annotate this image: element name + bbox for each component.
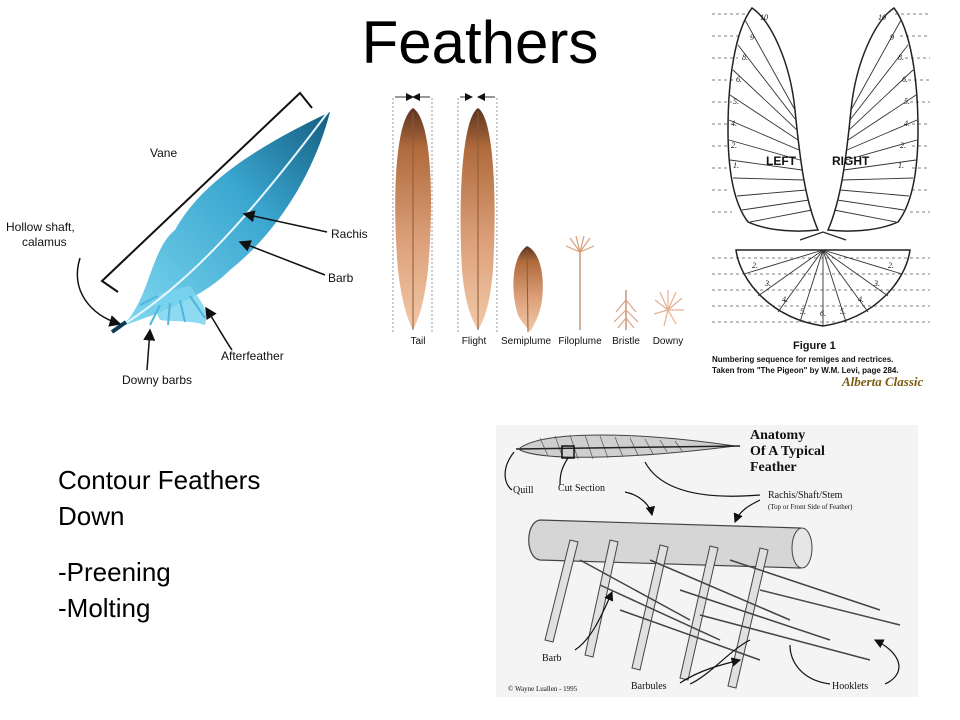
svg-text:8.: 8. [742, 53, 748, 62]
label-downy-barbs: Downy barbs [122, 373, 192, 387]
label-rachis: Rachis [331, 227, 368, 241]
svg-text:5.: 5. [840, 307, 846, 316]
svg-text:10: 10 [760, 13, 768, 22]
type-semiplume-label: Semiplume [501, 336, 551, 347]
anatomy-title-3: Feather [750, 460, 797, 475]
svg-text:4.: 4. [782, 295, 788, 304]
svg-text:4.: 4. [904, 119, 910, 128]
figure-title: Figure 1 [793, 340, 836, 352]
feather-types: Tail Flight Semiplume Filoplume Bristle … [392, 93, 684, 347]
type-downy-label: Downy [653, 336, 684, 347]
bullet-preening: -Preening [58, 557, 171, 587]
type-tail-label: Tail [410, 336, 425, 347]
bullet-list: Contour Feathers Down -Preening -Molting [58, 462, 260, 626]
svg-text:3.: 3. [764, 279, 771, 288]
label-calamus: calamus [22, 235, 67, 249]
label-afterfeather: Afterfeather [221, 349, 284, 363]
svg-text:5.: 5. [733, 97, 739, 106]
brand-watermark: Alberta Classic [841, 374, 923, 389]
svg-text:10: 10 [878, 13, 886, 22]
svg-text:9: 9 [890, 33, 894, 42]
copyright-label: © Wayne Luallen - 1995 [508, 685, 578, 693]
svg-text:1.: 1. [898, 161, 904, 170]
label-typical-barb: Barb [542, 653, 561, 664]
type-bristle-label: Bristle [612, 336, 640, 347]
svg-text:4.: 4. [731, 119, 737, 128]
pigeon-wing-figure: 10 9 8. 6. 5. 4. 2. 1. 10 9 8. 6. 5. 4. 2. 1. 2. 3.… [707, 0, 940, 392]
label-barb: Barb [328, 271, 354, 285]
svg-text:3.: 3. [873, 279, 880, 288]
svg-text:6.: 6. [736, 75, 742, 84]
svg-text:2.: 2. [900, 141, 906, 150]
svg-text:2.: 2. [888, 261, 894, 270]
svg-text:2.: 2. [752, 261, 758, 270]
filoplume-feather [565, 235, 595, 330]
svg-text:2.: 2. [731, 141, 737, 150]
svg-text:4.: 4. [858, 295, 864, 304]
downy-feather [653, 290, 684, 327]
blue-feather [110, 111, 330, 334]
label-quill: Quill [513, 485, 534, 496]
label-rachis-shaft-stem: Rachis/Shaft/Stem [768, 490, 843, 501]
vane-bracket [100, 91, 313, 293]
bullet-down: Down [58, 501, 125, 531]
wing-left-label: LEFT [766, 154, 797, 168]
slide-title: Feathers [361, 9, 599, 76]
anatomy-title-2: Of A Typical [750, 444, 825, 459]
type-filoplume-label: Filoplume [558, 336, 602, 347]
svg-text:6.: 6. [820, 309, 826, 318]
bullet-molting: -Molting [58, 593, 151, 623]
svg-text:1.: 1. [733, 161, 739, 170]
anatomy-title-1: Anatomy [750, 428, 805, 443]
typical-feather-anatomy: Anatomy Of A Typical Feather Quill Cut S… [496, 425, 918, 697]
semiplume-feather [513, 246, 543, 332]
wing-right-label: RIGHT [832, 154, 870, 168]
bristle-feather [613, 290, 639, 330]
label-hollow-shaft: Hollow shaft, [6, 220, 75, 234]
label-vane: Vane [150, 146, 177, 160]
svg-text:9: 9 [750, 33, 754, 42]
label-rachis-note: (Top or Front Side of Feather) [768, 503, 853, 511]
label-barbules: Barbules [631, 681, 667, 692]
figure-caption-1: Numbering sequence for remiges and rectr… [712, 355, 893, 364]
bullet-contour-feathers: Contour Feathers [58, 465, 261, 495]
svg-text:5.: 5. [904, 97, 910, 106]
label-hooklets: Hooklets [832, 681, 868, 692]
svg-text:8.: 8. [898, 53, 904, 62]
type-flight-label: Flight [462, 336, 487, 347]
label-cut-section: Cut Section [558, 483, 605, 494]
svg-text:5.: 5. [800, 307, 806, 316]
svg-text:6.: 6. [902, 75, 908, 84]
figure-caption-2: Taken from "The Pigeon" by W.M. Levi, pa… [712, 366, 899, 375]
